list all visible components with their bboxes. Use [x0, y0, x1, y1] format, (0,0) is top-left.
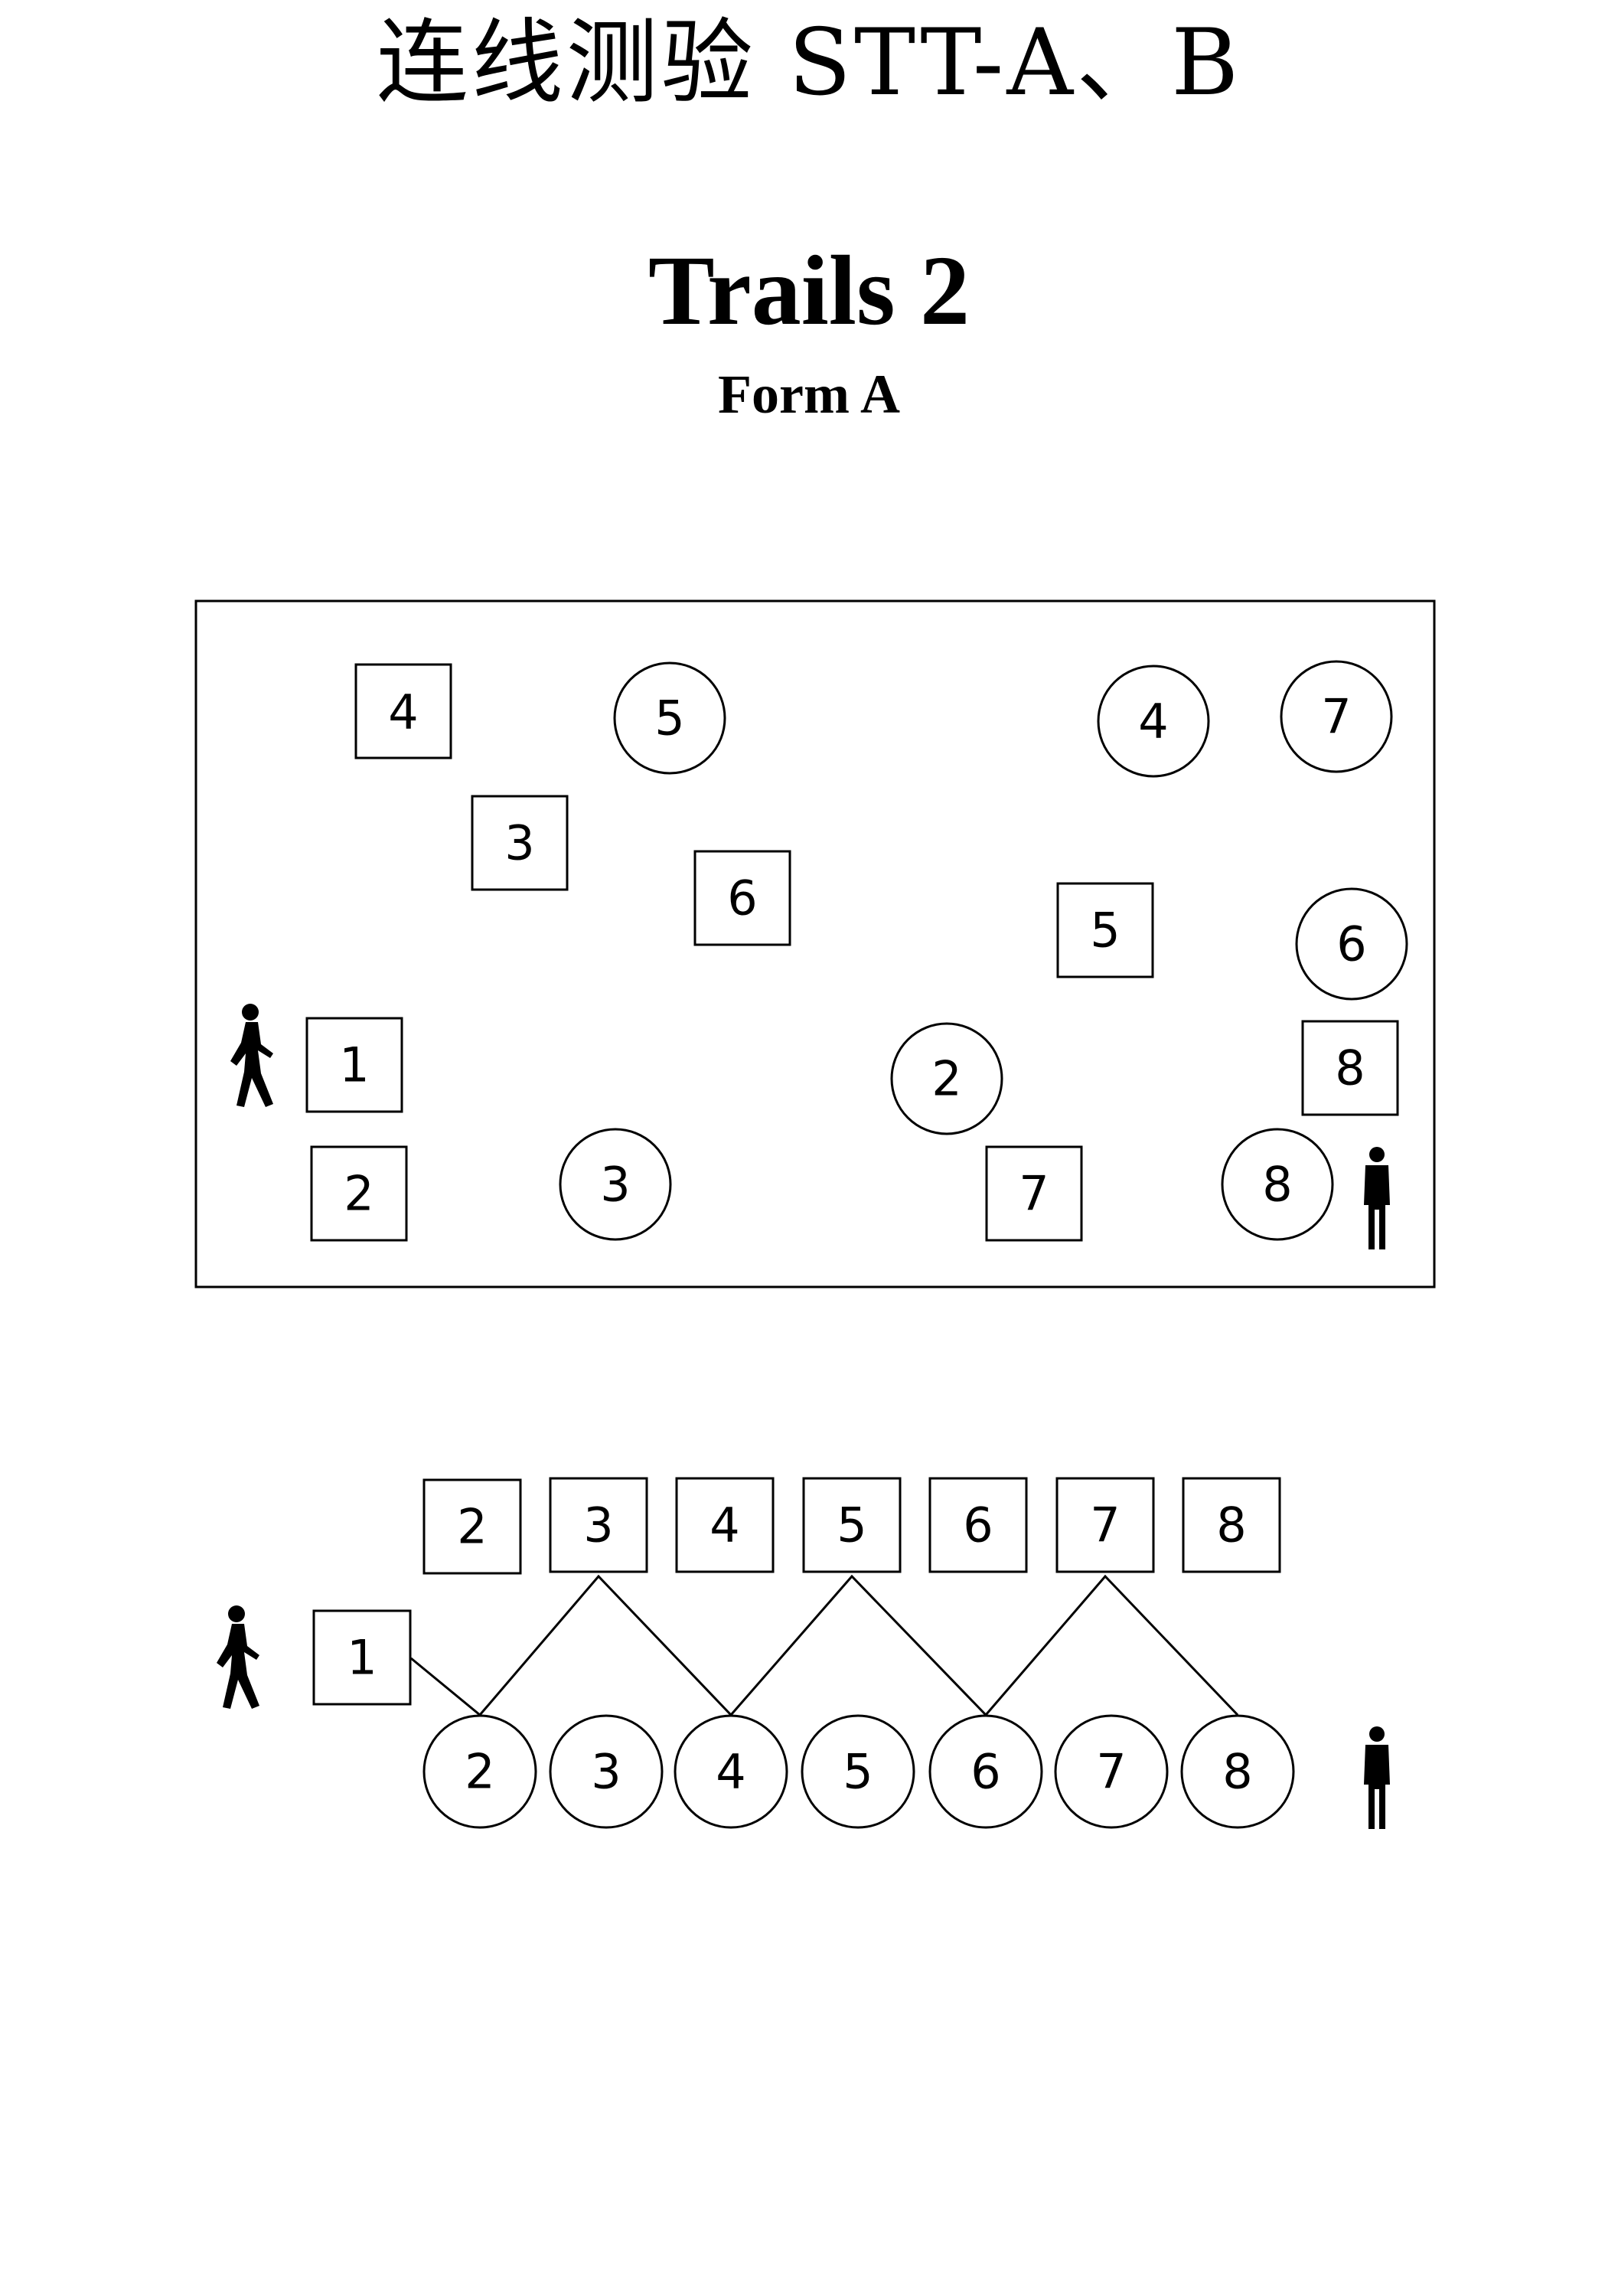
example-square-node: 8: [1182, 1477, 1281, 1573]
example-circle-label: 4: [716, 1744, 745, 1800]
test-circle-label: 2: [931, 1051, 961, 1107]
example-square-node: 2: [422, 1478, 522, 1575]
test-circle-node[interactable]: 5: [613, 661, 726, 775]
example-square-label: 6: [963, 1497, 993, 1553]
example-circle-label: 8: [1222, 1744, 1252, 1800]
example-start-square: 1: [312, 1609, 412, 1706]
test-circle-label: 3: [600, 1157, 630, 1213]
test-square-node[interactable]: 6: [693, 850, 791, 946]
test-square-label: 8: [1335, 1040, 1365, 1096]
test-square-node[interactable]: 1: [305, 1017, 403, 1113]
test-circle-node[interactable]: 7: [1280, 660, 1393, 773]
walking-person-icon: [230, 1004, 273, 1107]
test-square-node[interactable]: 4: [354, 663, 452, 759]
test-square-label: 4: [388, 684, 418, 740]
form-label: Form A: [718, 364, 900, 425]
example-circle-node: 3: [549, 1714, 664, 1829]
test-square-node[interactable]: 8: [1301, 1020, 1399, 1116]
example-section: 1 2 3 4 5 6 7 8: [217, 1477, 1390, 1829]
test-circle-label: 8: [1262, 1157, 1292, 1213]
test-title: Trails 2: [648, 236, 970, 346]
example-trail-line: [410, 1574, 1239, 1717]
example-square-node: 4: [675, 1477, 775, 1573]
example-circle-node: 7: [1054, 1714, 1169, 1829]
test-panel: 4 3 6 5 1 2 7 8: [230, 660, 1408, 1249]
example-square-label: 8: [1216, 1497, 1246, 1553]
test-square-node[interactable]: 5: [1056, 882, 1154, 978]
test-square-label: 1: [339, 1037, 369, 1093]
example-circle-label: 7: [1096, 1744, 1126, 1800]
example-square-node: 5: [802, 1477, 902, 1573]
test-circle-node[interactable]: 3: [559, 1128, 672, 1241]
example-square-label: 2: [457, 1499, 487, 1555]
test-circle-node[interactable]: 6: [1295, 887, 1408, 1001]
example-square-label: 5: [837, 1497, 866, 1553]
test-square-node[interactable]: 2: [310, 1145, 408, 1242]
walking-person-icon: [217, 1605, 259, 1709]
example-circle-node: 8: [1180, 1714, 1295, 1829]
test-circle-node[interactable]: 4: [1097, 665, 1210, 778]
test-square-label: 7: [1019, 1166, 1049, 1222]
test-square-label: 5: [1090, 903, 1120, 959]
test-square-label: 3: [504, 815, 534, 871]
test-panel-frame: [194, 599, 1436, 1288]
test-square-node[interactable]: 3: [471, 795, 569, 891]
example-circle-label: 3: [591, 1744, 621, 1800]
test-circle-label: 5: [654, 691, 684, 746]
example-square-label: 7: [1090, 1497, 1120, 1553]
example-square-node: 7: [1055, 1477, 1155, 1573]
example-square-label: 3: [583, 1497, 613, 1553]
example-square-node: 6: [928, 1477, 1028, 1573]
test-circle-node[interactable]: 8: [1221, 1128, 1334, 1241]
example-circle-label: 6: [970, 1744, 1000, 1800]
test-circle-label: 6: [1336, 916, 1366, 972]
test-circle-label: 4: [1138, 694, 1168, 750]
example-start-label: 1: [347, 1630, 377, 1686]
example-square-node: 3: [549, 1477, 648, 1573]
example-circle-node: 2: [422, 1714, 537, 1829]
example-circle-node: 4: [674, 1714, 788, 1829]
test-circle-node[interactable]: 2: [890, 1022, 1003, 1135]
example-circle-node: 6: [928, 1714, 1043, 1829]
test-square-label: 2: [344, 1166, 374, 1222]
test-square-node[interactable]: 7: [985, 1145, 1083, 1242]
example-circle-node: 5: [801, 1714, 915, 1829]
test-square-label: 6: [727, 870, 757, 926]
standing-person-icon: [1364, 1147, 1390, 1249]
standing-person-icon: [1364, 1726, 1390, 1829]
test-circle-label: 7: [1321, 689, 1351, 745]
example-square-label: 4: [710, 1497, 739, 1553]
example-circle-label: 2: [465, 1744, 494, 1800]
page-title: 连线测验 STT-A、B: [376, 10, 1242, 116]
example-circle-label: 5: [843, 1744, 873, 1800]
